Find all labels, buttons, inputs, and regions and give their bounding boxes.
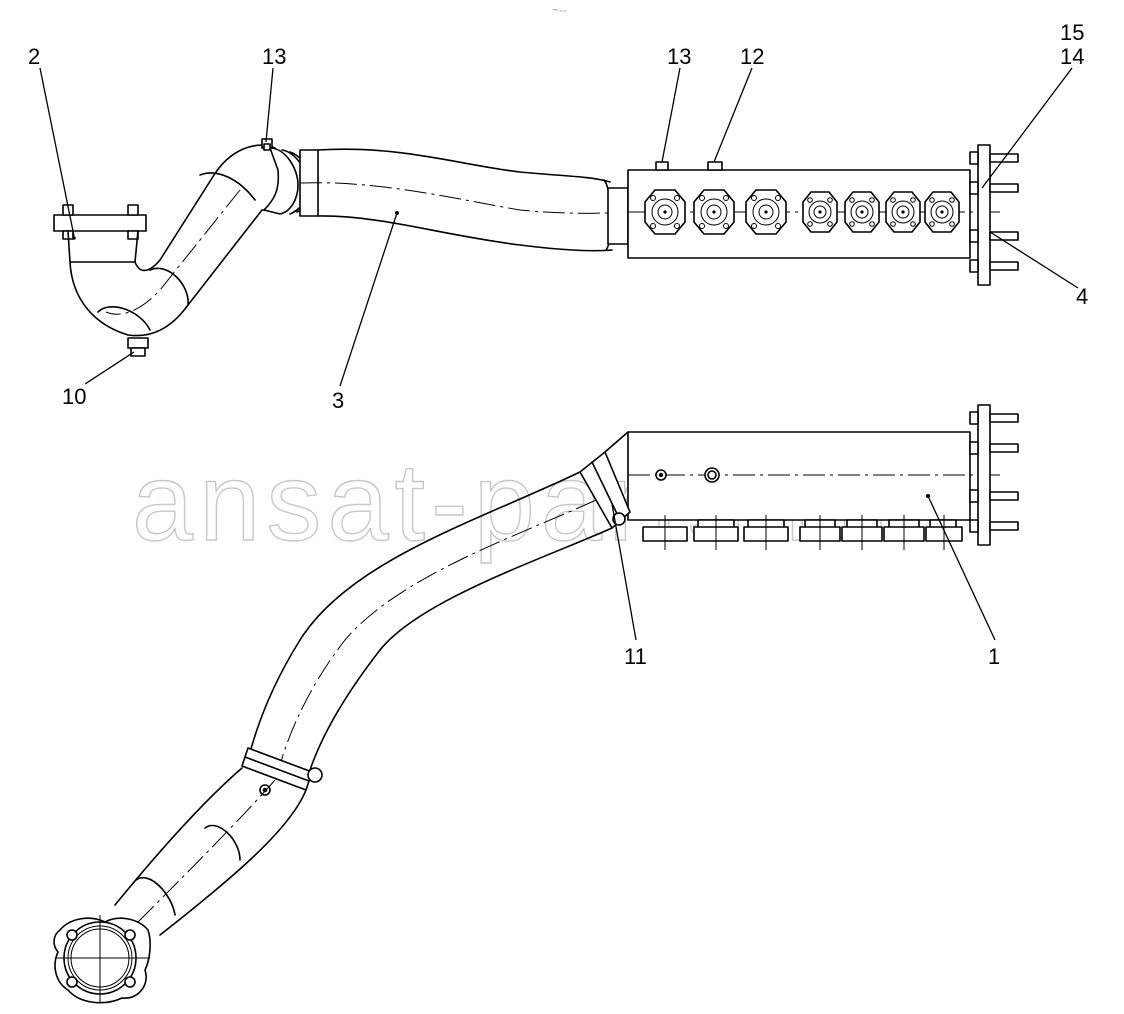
bottom-lower-pipe — [114, 767, 307, 941]
bottom-long-pipe — [247, 471, 613, 771]
callout-15: 15 — [1060, 20, 1084, 45]
callout-3: 3 — [332, 388, 344, 413]
callout-1: 1 — [988, 644, 1000, 669]
callout-10: 10 — [62, 384, 86, 409]
bottom-outlet-flange — [53, 915, 151, 1004]
callout-12: 12 — [740, 44, 764, 69]
bottom-manifold-body — [627, 404, 1019, 550]
callout-13-right: 13 — [667, 44, 691, 69]
top-manifold-body — [627, 144, 1019, 286]
callout-2: 2 — [28, 44, 40, 69]
top-clamp — [261, 138, 319, 217]
bottom-assembly — [53, 404, 1019, 1004]
top-pipe-3 — [299, 148, 629, 252]
callout-4: 4 — [1076, 284, 1088, 309]
bottom-clamp — [579, 431, 631, 529]
leader-lines — [39, 67, 1079, 641]
bottom-lower-clamp — [241, 747, 323, 796]
callout-11: 11 — [624, 644, 647, 669]
top-u-bend-pipe — [69, 144, 289, 357]
top-inlet-flange — [53, 204, 147, 263]
callout-labels: 2 13 13 12 15 14 4 10 3 11 1 — [28, 20, 1088, 669]
callout-14: 14 — [1060, 44, 1084, 69]
top-port-flanges — [644, 189, 960, 235]
top-assembly — [53, 138, 1019, 357]
callout-13-left: 13 — [262, 44, 286, 69]
header-mark: ~-- — [552, 3, 567, 17]
